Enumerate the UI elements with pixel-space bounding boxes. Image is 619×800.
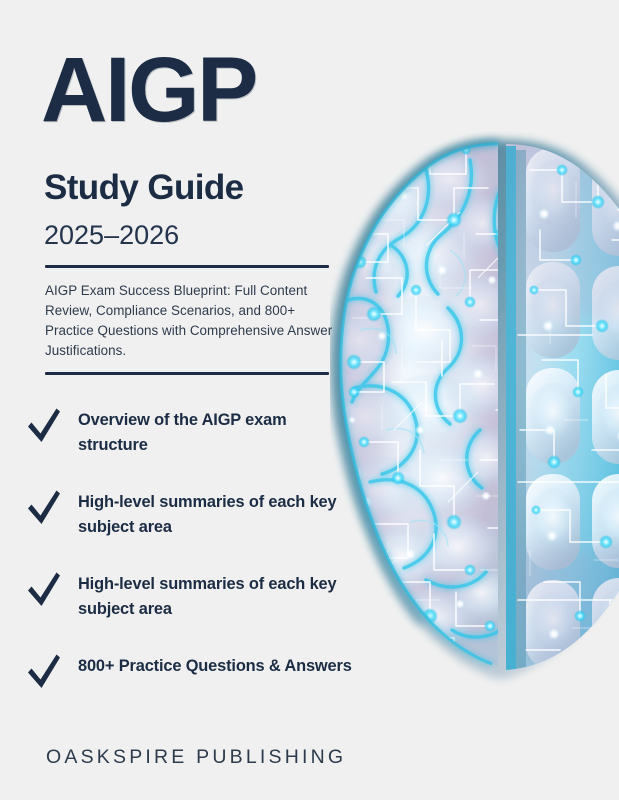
list-item-label: High-level summaries of each key subject… [78,493,337,536]
checkmark-icon [26,488,62,528]
divider-top [45,265,329,268]
edition-year-range: 2025–2026 [44,220,180,250]
list-item: 800+ Practice Questions & Answers [0,650,370,732]
page-title: AIGP [41,39,258,141]
list-item-label: High-level summaries of each key subject… [78,575,337,618]
divider-bottom [45,372,329,375]
cover-subtitle: Study Guide [44,168,244,207]
feature-bullet-list: Overview of the AIGP exam structure High… [0,404,370,732]
checkmark-icon [26,406,62,446]
list-item: High-level summaries of each key subject… [0,568,370,650]
list-item: Overview of the AIGP exam structure [0,404,370,486]
list-item-label: 800+ Practice Questions & Answers [78,657,352,675]
cover-text-panel: AIGP Study Guide 2025–2026 AIGP Exam Suc… [0,39,370,768]
checkmark-icon [26,570,62,610]
list-item: High-level summaries of each key subject… [0,486,370,568]
list-item-label: Overview of the AIGP exam structure [78,411,287,454]
cover-description: AIGP Exam Success Blueprint: Full Conten… [45,283,333,358]
checkmark-icon [26,652,62,692]
circuit-brain-illustration [330,130,619,730]
publisher-name: OASKSPIRE PUBLISHING [46,746,347,768]
